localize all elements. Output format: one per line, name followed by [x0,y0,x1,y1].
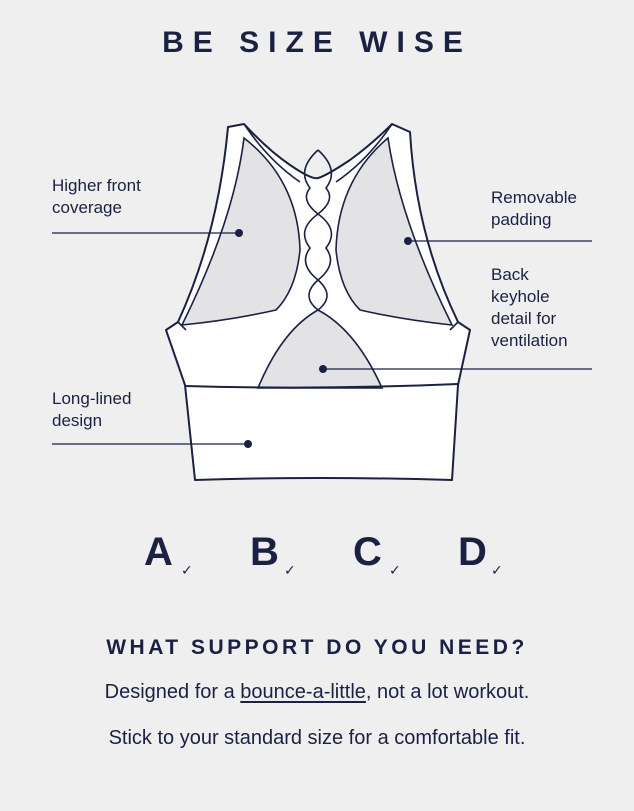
callout-removable-padding: Removable padding [491,187,577,231]
checkmark-icon: ✓ [389,562,401,578]
callout-text: Removable [491,188,577,207]
longlined-dot [244,440,252,448]
bounce-a-little-link[interactable]: bounce-a-little [240,681,366,703]
checkmark-icon: ✓ [181,562,193,578]
callout-text: design [52,411,103,430]
left-side-seam [177,321,187,331]
support-text: Designed for a [104,681,241,703]
callout-text: coverage [52,198,122,217]
callout-text: Back [491,265,529,284]
right-side-seam [449,321,459,331]
callout-text: padding [491,210,552,229]
callout-text: detail for [491,309,557,328]
cup-size-a: A [144,530,173,574]
right-cup-shade [335,136,454,326]
removable-dot [404,237,412,245]
cup-size-d: D [458,530,487,574]
callout-higher-front: Higher front coverage [52,175,141,219]
support-text: , not a lot workout. [365,681,530,703]
callout-text: Long-lined [52,389,132,408]
checkmark-icon: ✓ [491,562,503,578]
callout-text: Higher front [52,176,141,195]
support-question: WHAT SUPPORT DO YOU NEED? [106,636,528,659]
higher-front-dot [235,229,243,237]
right-strap-inner [335,123,393,183]
page-title: BE SIZE WISE [162,26,472,59]
support-description: Designed for a bounce-a-little, not a lo… [0,681,634,704]
cup-size-c: C [353,530,382,574]
callout-text: keyhole [491,287,550,306]
left-strap-inner [243,123,301,183]
cup-size-row: A ✓ B ✓ C ✓ D ✓ [0,530,634,590]
keyhole-dot [319,365,327,373]
callout-keyhole: Back keyhole detail for ventilation [491,264,568,352]
back-scallop-left [303,149,320,311]
callout-text: ventilation [491,331,568,350]
checkmark-icon: ✓ [284,562,296,578]
underband-seam [184,383,459,389]
callout-long-lined: Long-lined design [52,388,131,432]
back-scallop-right [316,149,333,311]
cup-size-b: B [250,530,279,574]
size-advice: Stick to your standard size for a comfor… [108,727,526,749]
